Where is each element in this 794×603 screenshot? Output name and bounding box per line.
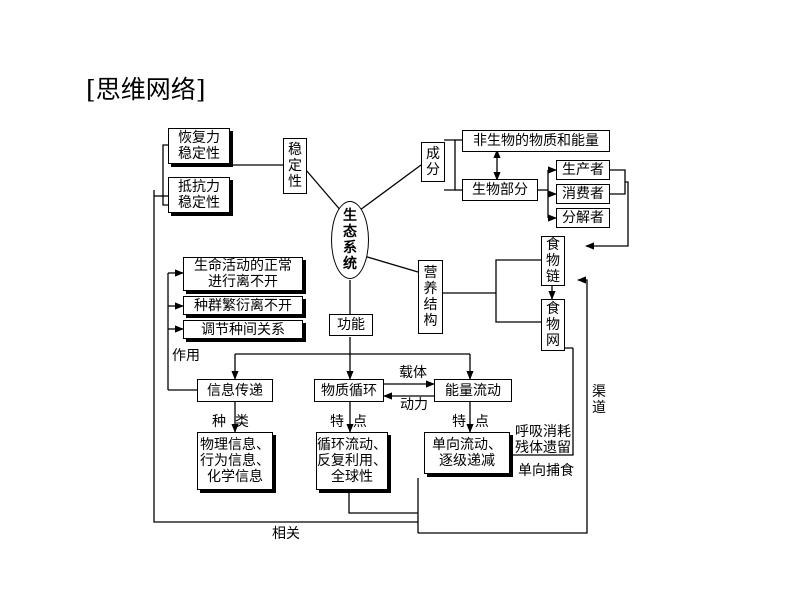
matter-feature-label: 特 点 xyxy=(330,414,367,430)
energy-flow-box: 能量流动 xyxy=(434,379,512,402)
recovery-stability-box: 恢复力 稳定性 xyxy=(168,128,230,164)
living-part-box: 生物部分 xyxy=(462,179,538,201)
carrier-label: 载体 xyxy=(399,365,427,381)
stability-node: 稳 定 性 xyxy=(283,138,307,194)
ecosystem-center-node: 生 态 系 统 xyxy=(331,201,369,279)
related-label: 相关 xyxy=(272,526,300,542)
trophic-structure-node: 营 养 结 构 xyxy=(418,260,443,334)
matter-cycle-box: 物质循环 xyxy=(314,379,384,402)
role-life-activity-box: 生命活动的正常 进行离不开 xyxy=(183,257,303,291)
decomposer-box: 分解者 xyxy=(556,208,610,228)
producer-box: 生产者 xyxy=(556,160,610,180)
energy-feature-label: 特 点 xyxy=(452,414,489,430)
food-web-box: 食 物 网 xyxy=(541,299,565,351)
kind-label: 种 类 xyxy=(212,414,249,430)
consumer-box: 消费者 xyxy=(556,184,610,204)
nonliving-matter-box: 非生物的物质和能量 xyxy=(462,130,610,152)
channel-label: 渠 道 xyxy=(592,384,606,416)
effect-label: 作用 xyxy=(172,348,200,364)
info-types-box: 物理信息、 行为信息、 化学信息 xyxy=(197,432,273,490)
function-node: 功能 xyxy=(329,314,373,336)
role-regulate-box: 调节种间关系 xyxy=(183,320,303,339)
role-reproduction-box: 种群繁衍离不开 xyxy=(183,296,303,315)
predation-label: 单向捕食 xyxy=(518,463,574,479)
resistance-stability-box: 抵抗力 稳定性 xyxy=(168,177,230,213)
energy-features-box: 单向流动、 逐级递减 xyxy=(424,432,510,474)
info-transfer-box: 信息传递 xyxy=(197,379,273,402)
food-chain-box: 食 物 链 xyxy=(541,236,565,286)
respiration-label: 呼吸消耗 残体遗留 xyxy=(515,424,571,456)
composition-node: 成 分 xyxy=(421,142,445,182)
power-label: 动力 xyxy=(400,397,428,413)
matter-features-box: 循环流动、 反复利用、 全球性 xyxy=(316,432,388,490)
page-title: [思维网络] xyxy=(86,75,206,104)
